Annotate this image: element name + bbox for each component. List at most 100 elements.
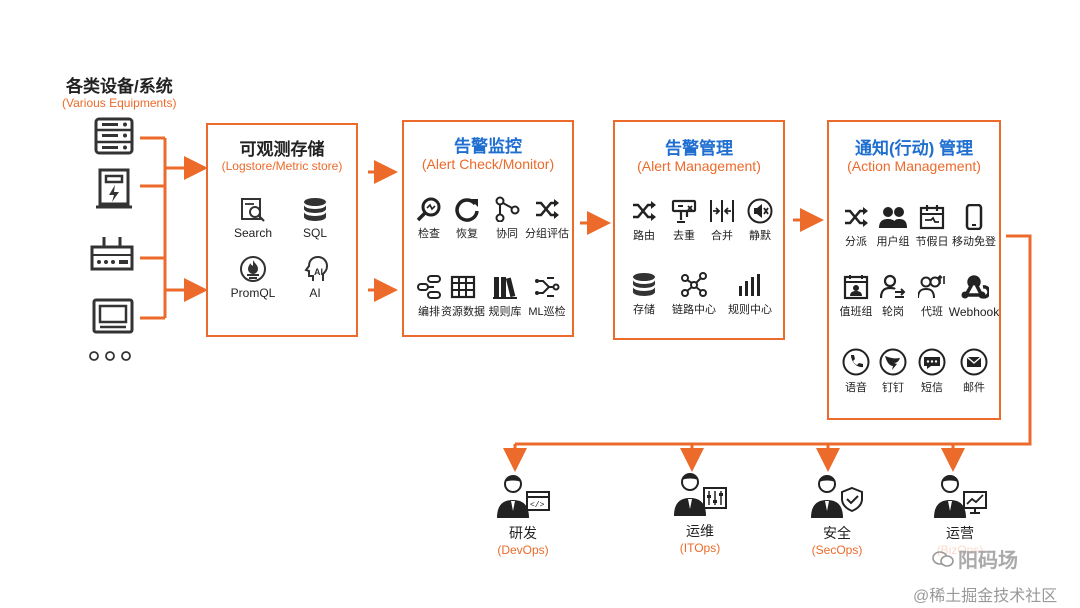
table-icon: [450, 275, 476, 299]
management-item-route: 路由: [617, 198, 671, 243]
action-item-voice: 语音: [829, 348, 883, 395]
monitor-box: 告警监控 (Alert Check/Monitor) 检查 恢复 协同 分组评估…: [402, 120, 574, 337]
action-item-rotate: 轮岗: [866, 274, 920, 319]
calendar-icon: [919, 205, 945, 230]
monitor-item-check: 检查: [402, 196, 456, 241]
role-devops: </> 研发 (DevOps): [478, 472, 568, 557]
action-item-holiday: 节假日: [905, 204, 959, 249]
books-icon: [493, 277, 517, 299]
role-secops-name: 安全: [823, 525, 851, 541]
action-item-sms: 短信: [905, 348, 959, 395]
storage-subtitle: (Logstore/Metric store): [221, 159, 343, 173]
monitor-subtitle: (Alert Check/Monitor): [421, 156, 555, 172]
sms-icon: [918, 348, 946, 376]
action-item-dingtalk: 钉钉: [866, 348, 920, 395]
storage-title: 可观测存储: [239, 140, 325, 159]
search-doc-icon: [241, 198, 265, 222]
mail-icon: [960, 348, 988, 376]
management-item-trace: 链路中心: [667, 272, 721, 317]
engineer-with-code-icon: </>: [497, 475, 550, 518]
mute-icon: [747, 198, 773, 224]
share-icon: [495, 196, 520, 222]
monitor-item-resources: 资源数据: [436, 274, 490, 319]
monitor-item-ml: ML巡检: [520, 274, 574, 319]
management-box: 告警管理 (Alert Management) 路由 去重 合并 静默 存储 链…: [613, 120, 785, 340]
storage-item-search: Search: [226, 197, 280, 240]
action-title: 通知(行动) 管理: [854, 139, 974, 158]
power-icon: [96, 168, 132, 215]
monitor-item-collab: 协同: [480, 196, 534, 241]
monitor-title: 告警监控: [454, 137, 522, 156]
role-itops: 运维 (ITOps): [655, 470, 745, 555]
management-title: 告警管理: [665, 139, 733, 158]
action-item-substitute: 代班: [905, 274, 959, 319]
storage-item-sql: SQL: [288, 197, 342, 240]
magnifier-icon: [416, 197, 441, 222]
management-item-store: 存储: [617, 272, 671, 317]
management-subtitle: (Alert Management): [637, 158, 761, 174]
devices-title: 各类设备/系统: [66, 77, 173, 96]
server-icon: [94, 117, 134, 160]
action-subtitle: (Action Management): [847, 158, 981, 174]
role-bizops-name: 运营: [946, 525, 974, 541]
orchestrate-icon: [417, 275, 441, 299]
action-item-usergroup: 用户组: [866, 204, 920, 249]
monitor-item-recover: 恢复: [440, 196, 494, 241]
engineer-with-chart-icon: [934, 475, 987, 518]
action-item-email: 邮件: [947, 348, 1001, 395]
storage-box: 可观测存储 (Logstore/Metric store) Search SQL…: [206, 123, 358, 337]
storage-item-promql: PromQL: [226, 255, 280, 300]
action-item-dispatch: 分派: [829, 204, 883, 249]
management-item-mute: 静默: [733, 198, 787, 243]
role-secops-ops: (SecOps): [811, 543, 863, 557]
watermark-channel: 阳码场: [930, 544, 1020, 573]
monitor-item-orchestrate: 编排: [402, 274, 456, 319]
engineer-with-sliders-icon: [674, 473, 727, 516]
router-icon: [90, 237, 134, 278]
bars-icon: [739, 274, 760, 296]
phone-icon: [842, 348, 870, 376]
more-icon: [88, 349, 134, 367]
dedup-icon: [671, 199, 697, 223]
ml-icon: [535, 277, 560, 297]
dingtalk-icon: [879, 348, 907, 376]
role-devops-ops: (DevOps): [497, 543, 549, 557]
svg-text:AI: AI: [314, 267, 323, 277]
storage-item-ai: AI AI: [288, 255, 342, 300]
shuffle-icon: [845, 207, 868, 227]
action-item-webhook: Webhook: [947, 274, 1001, 319]
rotate-user-icon: [880, 274, 906, 299]
management-item-rules: 规则中心: [723, 272, 777, 317]
monitor-icon: [92, 298, 134, 341]
wechat-icon: [932, 550, 954, 567]
duty-icon: [843, 275, 869, 300]
svg-text:</>: </>: [530, 501, 545, 510]
role-secops: 安全 (SecOps): [792, 472, 882, 557]
shuffle-icon: [536, 199, 559, 219]
graph-icon: [681, 272, 707, 297]
database-icon: [304, 198, 326, 221]
action-item-mobile: 移动免登: [947, 204, 1001, 249]
database-icon: [633, 273, 655, 296]
management-item-dedup: 去重: [657, 198, 711, 243]
users-icon: [879, 207, 907, 228]
role-devops-name: 研发: [509, 525, 537, 541]
refresh-icon: [455, 198, 479, 222]
management-item-merge: 合并: [695, 198, 749, 243]
engineer-with-shield-icon: [811, 475, 863, 518]
ai-head-icon: AI: [304, 255, 329, 281]
mobile-icon: [965, 204, 983, 230]
prometheus-icon: [240, 256, 266, 282]
shuffle-icon: [633, 201, 656, 221]
monitor-item-rulebase: 规则库: [478, 274, 532, 319]
merge-icon: [710, 200, 734, 222]
substitute-icon: [918, 274, 945, 299]
role-itops-name: 运维: [686, 523, 714, 539]
webhook-icon: [961, 275, 989, 299]
watermark-community: @稀土掘金技术社区: [913, 588, 1058, 605]
action-box: 通知(行动) 管理 (Action Management) 分派 用户组 节假日…: [827, 120, 1001, 420]
devices-subtitle: (Various Equipments): [62, 96, 177, 110]
role-itops-ops: (ITOps): [679, 541, 721, 555]
monitor-item-group-eval: 分组评估: [520, 196, 574, 241]
